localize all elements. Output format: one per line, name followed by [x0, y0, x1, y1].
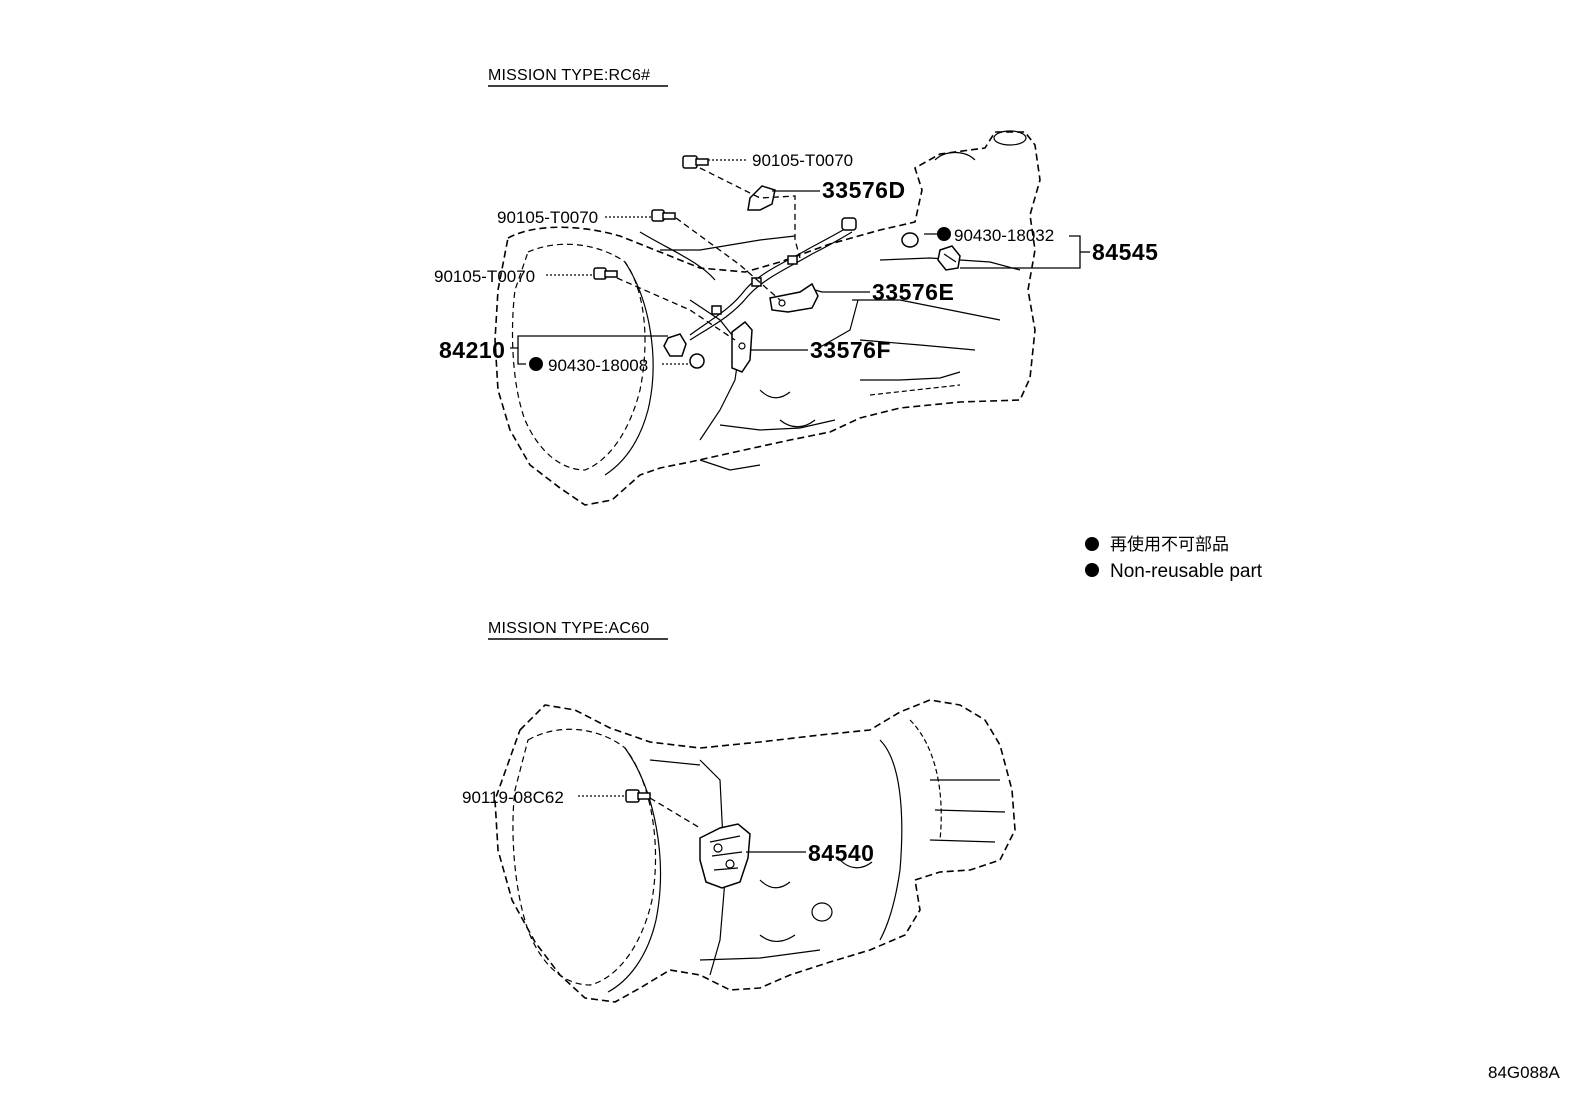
bolt-icon-mid [651, 209, 676, 222]
label-gasket-18008: 90430-18008 [548, 356, 648, 375]
legend: 再使用不可部品 Non-reusable part [1085, 534, 1263, 582]
label-bracket-f: 33576F [810, 337, 891, 363]
bracket-icon-f [731, 320, 753, 373]
legend-english: Non-reusable part [1110, 561, 1263, 582]
section-ac60: MISSION TYPE:AC60 [462, 620, 1016, 1003]
wire-harness-rc6 [689, 225, 851, 336]
section-rc6: MISSION TYPE:RC6# [434, 67, 1158, 506]
sensor-icon-84545 [937, 245, 961, 271]
label-bolt-top: 90105-T0070 [752, 151, 853, 170]
bolt-icon-left [593, 267, 618, 280]
sensor-icon-84210 [663, 333, 687, 357]
bolt-icon-ac60 [625, 789, 651, 803]
non-reusable-marker-18032 [937, 227, 951, 241]
clip-icons-rc6 [711, 255, 798, 315]
gasket-icon-18032 [901, 232, 919, 248]
label-bolt-mid: 90105-T0070 [497, 208, 598, 227]
non-reusable-marker-18008 [529, 357, 543, 371]
transmission-ac60-drawing [494, 699, 1016, 1003]
bracket-icon-e [769, 282, 819, 313]
switch-icon-84540 [699, 823, 751, 889]
transmission-rc6-drawing [494, 130, 1041, 506]
label-bolt-left: 90105-T0070 [434, 267, 535, 286]
legend-marker-en [1085, 563, 1099, 577]
label-bracket-d: 33576D [822, 177, 906, 203]
legend-marker-jp [1085, 537, 1099, 551]
label-bracket-e: 33576E [872, 279, 954, 305]
heading-ac60: MISSION TYPE:AC60 [488, 620, 649, 637]
connector-icon-top [841, 217, 857, 231]
bracket-icon-d [747, 185, 776, 211]
bolt-icon-top [682, 155, 709, 169]
gasket-icon-18008 [689, 353, 705, 369]
drawing-code: 84G088A [1488, 1063, 1560, 1082]
leaders-ac60 [578, 795, 806, 853]
legend-japanese: 再使用不可部品 [1110, 534, 1229, 555]
label-gasket-18032: 90430-18032 [954, 226, 1054, 245]
leaders-rc6 [510, 159, 1090, 365]
heading-rc6: MISSION TYPE:RC6# [488, 67, 650, 84]
label-sensor-84210: 84210 [439, 337, 505, 363]
label-bolt-ac60: 90119-08C62 [462, 788, 564, 807]
label-sensor-84545: 84545 [1092, 239, 1158, 265]
label-switch-84540: 84540 [808, 840, 874, 866]
